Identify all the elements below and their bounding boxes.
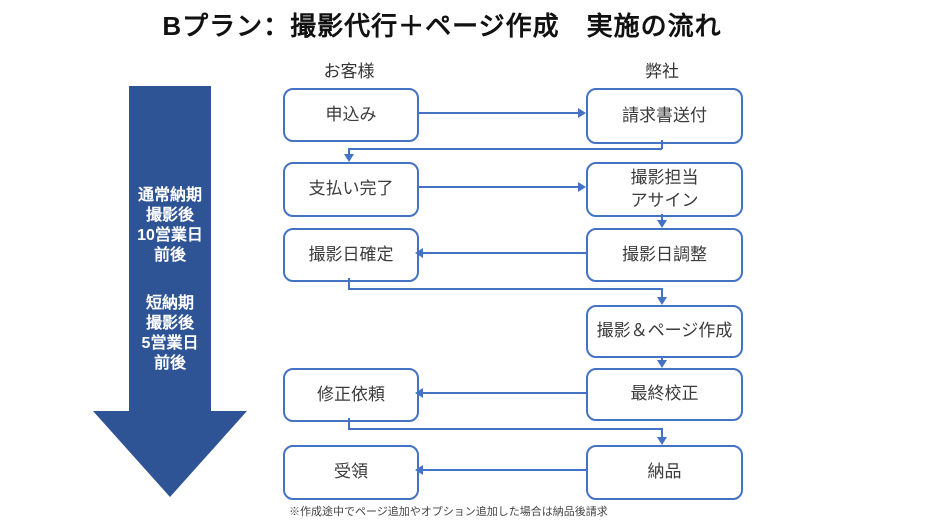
timeline-normal-label: 通常納期 撮影後 10営業日 前後 — [137, 187, 203, 264]
page-title: Bプラン：撮影代行＋ページ作成 実施の流れ — [162, 11, 722, 41]
step-apply: 申込み — [283, 88, 419, 142]
step-delivery: 納品 — [586, 445, 743, 500]
connector-fixed-to-shoot-arrowhead-icon — [657, 297, 667, 305]
connector-fixed-to-shoot-drop — [348, 278, 350, 290]
step-date-adjust: 撮影日調整 — [586, 228, 743, 282]
step-shoot-create: 撮影＆ページ作成 — [586, 305, 743, 358]
connector-adjust-to-fixed-line — [423, 252, 586, 254]
timeline-short-label: 短納期 撮影後 5営業日 前後 — [141, 295, 199, 372]
connector-proof-to-revision-line — [423, 392, 586, 394]
timeline-arrow-shaft — [129, 86, 211, 411]
step-payment: 支払い完了 — [283, 162, 419, 217]
connector-assign-to-adjust-line — [661, 214, 663, 221]
connector-fixed-to-shoot-drop2 — [661, 288, 663, 298]
timeline-arrow-head-icon — [93, 411, 247, 497]
connector-revision-to-delivery-arrowhead-icon — [657, 437, 667, 445]
step-date-fixed: 撮影日確定 — [283, 228, 419, 282]
connector-apply-to-invoice-arrowhead-icon — [578, 108, 586, 118]
connector-invoice-to-payment-drop — [661, 140, 663, 149]
connector-invoice-to-payment-arrowhead-icon — [344, 154, 354, 162]
connector-revision-to-delivery-drop — [348, 418, 350, 430]
step-receive: 受領 — [283, 445, 419, 500]
connector-invoice-to-payment-drop2 — [348, 148, 350, 155]
connector-payment-to-assign-arrowhead-icon — [578, 182, 586, 192]
connector-shoot-to-proof-line — [661, 356, 663, 361]
connector-proof-to-revision-arrowhead-icon — [415, 388, 423, 398]
step-revision: 修正依頼 — [283, 368, 419, 422]
step-invoice: 請求書送付 — [586, 88, 743, 144]
column-header-company: 弊社 — [645, 62, 679, 81]
footnote: ※作成途中でページ追加やオプション追加した場合は納品後請求 — [289, 506, 608, 518]
connector-payment-to-assign-line — [417, 186, 579, 188]
connector-assign-to-adjust-arrowhead-icon — [657, 220, 667, 228]
connector-delivery-to-receive-arrowhead-icon — [415, 465, 423, 475]
connector-apply-to-invoice-line — [417, 112, 579, 114]
connector-revision-to-delivery-line — [348, 428, 663, 430]
connector-adjust-to-fixed-arrowhead-icon — [415, 248, 423, 258]
connector-invoice-to-payment-line — [349, 148, 662, 150]
connector-shoot-to-proof-arrowhead-icon — [657, 360, 667, 368]
column-header-customer: お客様 — [323, 62, 375, 81]
connector-delivery-to-receive-line — [423, 469, 586, 471]
step-proof: 最終校正 — [586, 368, 743, 421]
step-assign: 撮影担当 アサイン — [586, 162, 743, 217]
connector-revision-to-delivery-drop2 — [661, 428, 663, 438]
connector-fixed-to-shoot-line — [348, 288, 663, 290]
